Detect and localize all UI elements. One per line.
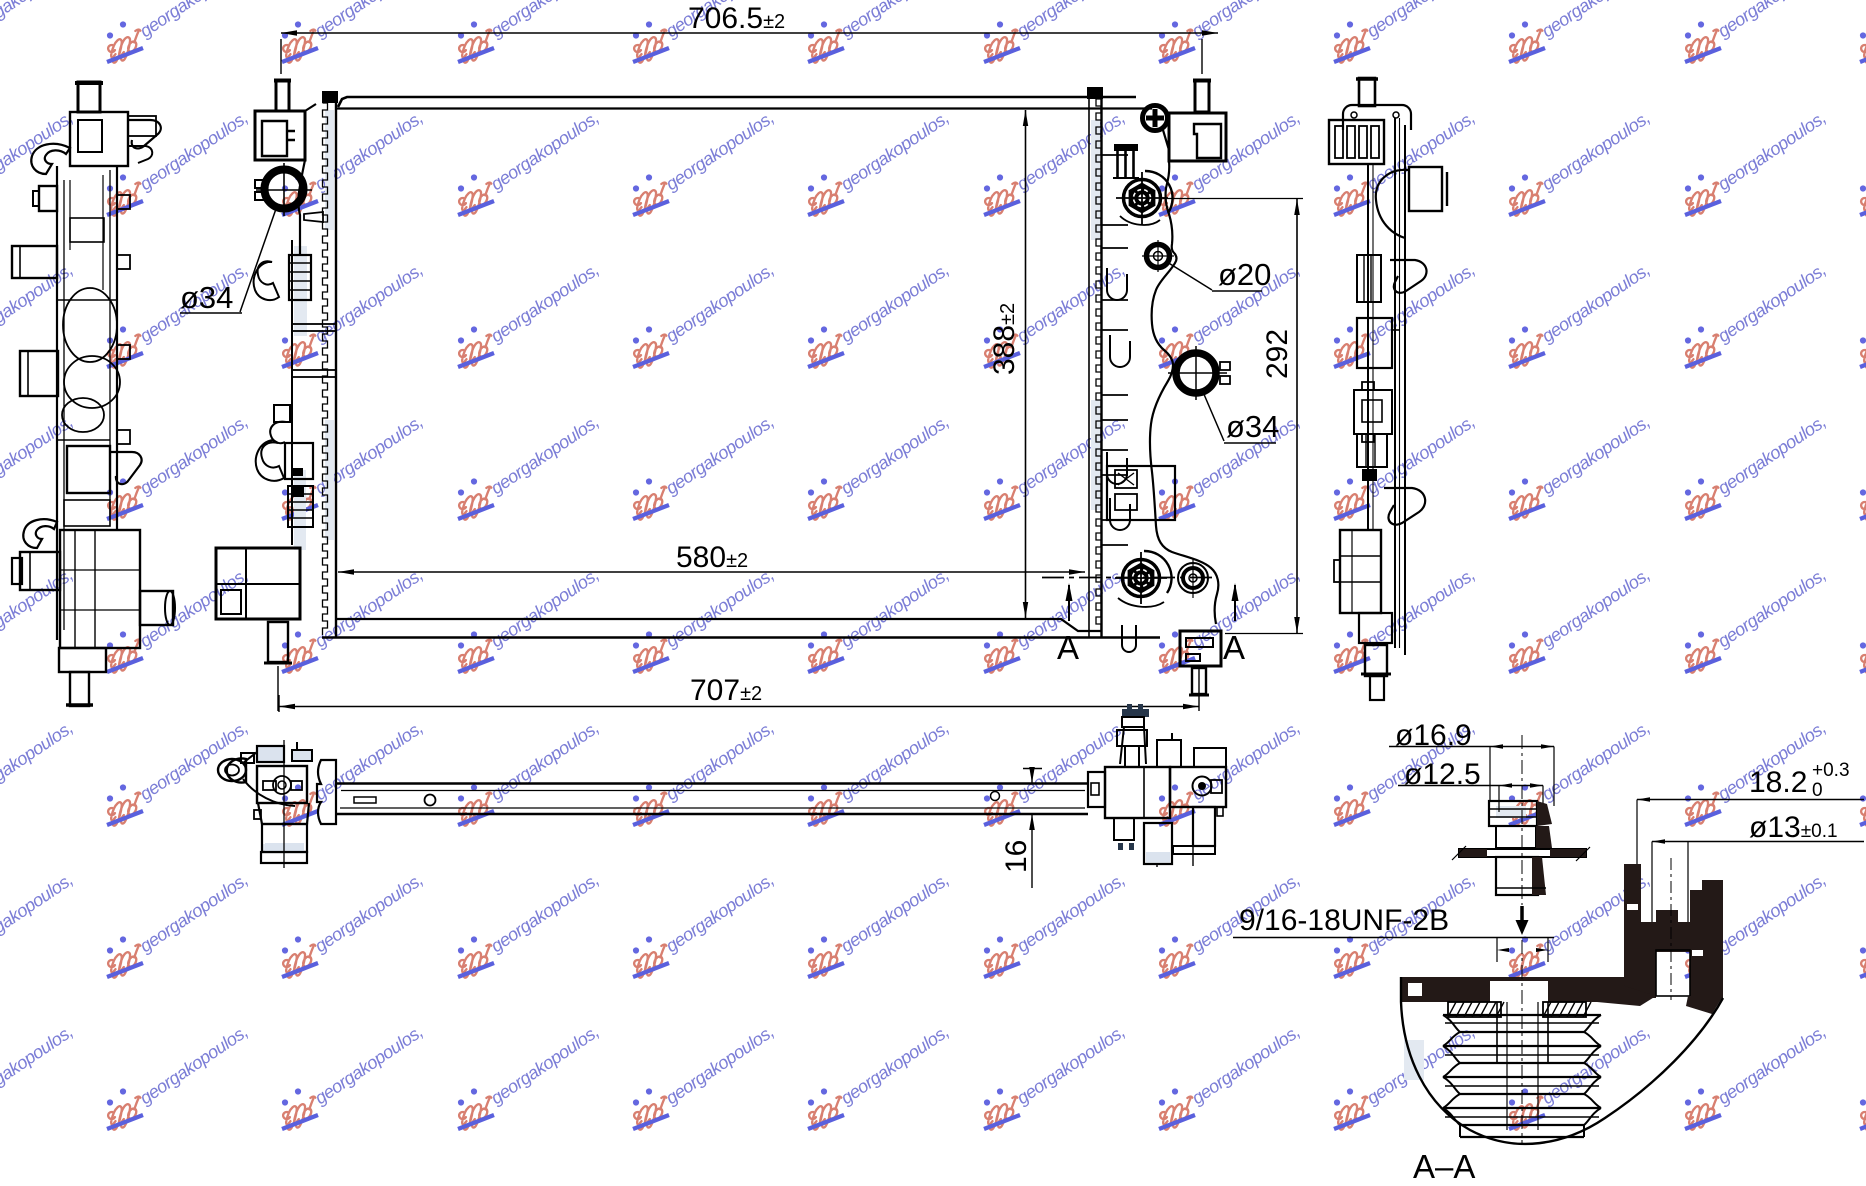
svg-text:ø20: ø20 — [1218, 257, 1271, 292]
svg-text:ø34: ø34 — [1226, 409, 1279, 444]
svg-text:A–A: A–A — [1413, 1148, 1475, 1181]
svg-text:16: 16 — [1000, 840, 1033, 873]
svg-text:A: A — [1057, 629, 1079, 666]
svg-text:9/16-18UNF-2B: 9/16-18UNF-2B — [1239, 904, 1449, 937]
svg-text:292: 292 — [1261, 329, 1294, 379]
svg-text:580±2: 580±2 — [676, 541, 748, 574]
svg-text:0: 0 — [1812, 780, 1823, 801]
svg-text:ø34: ø34 — [180, 280, 233, 315]
svg-text:18.2: 18.2 — [1749, 766, 1807, 799]
svg-text:+0.3: +0.3 — [1812, 760, 1850, 781]
svg-text:A: A — [1223, 629, 1245, 666]
